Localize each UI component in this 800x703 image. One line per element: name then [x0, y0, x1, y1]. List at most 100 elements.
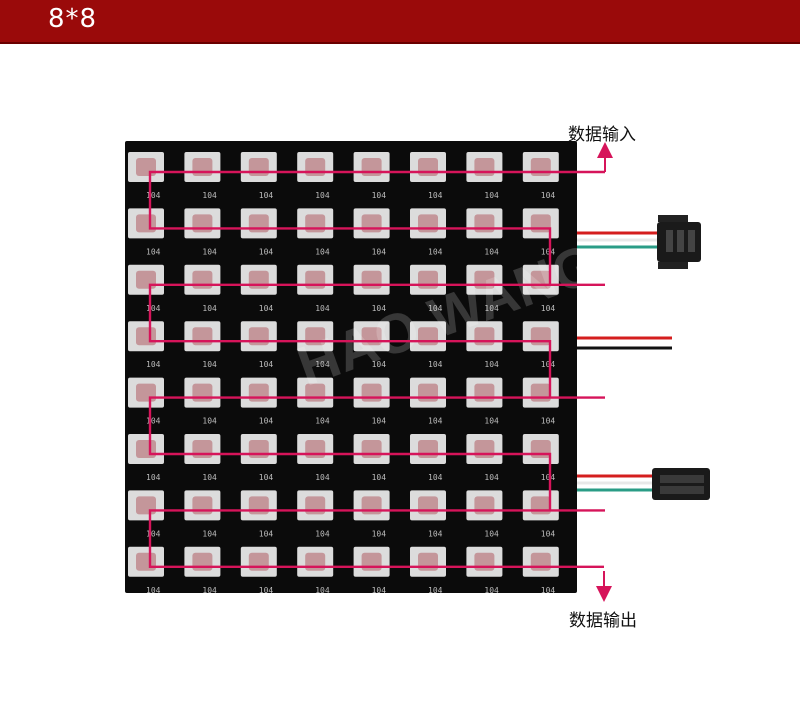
component-mark: 104 — [315, 247, 330, 256]
led-cell — [466, 152, 503, 182]
component-mark: 104 — [428, 304, 443, 313]
component-mark: 104 — [146, 586, 161, 595]
led-cell — [240, 546, 277, 577]
led-cell — [184, 152, 221, 182]
led-cell — [297, 546, 334, 577]
component-mark: 104 — [315, 586, 330, 595]
led-cell — [410, 377, 446, 408]
component-mark: 104 — [146, 473, 161, 482]
led-cell — [466, 208, 503, 239]
component-mark: 104 — [372, 586, 387, 595]
jst-connector-bottom — [652, 468, 710, 500]
pcb-board — [125, 141, 577, 593]
led-cell — [410, 434, 446, 464]
component-mark: 104 — [428, 473, 443, 482]
component-mark: 104 — [484, 417, 499, 426]
component-mark: 104 — [372, 417, 387, 426]
component-mark: 104 — [372, 473, 387, 482]
component-mark: 104 — [202, 473, 217, 482]
header-bar: 8*8 — [0, 0, 800, 44]
led-cell — [184, 490, 221, 521]
component-mark: 104 — [202, 191, 217, 200]
led-cell — [353, 152, 390, 182]
component-mark: 104 — [484, 529, 499, 538]
component-mark: 104 — [259, 473, 274, 482]
led-cell — [240, 434, 277, 464]
data-trace — [148, 170, 605, 568]
component-mark: 104 — [202, 417, 217, 426]
led-cell — [466, 377, 503, 408]
component-mark: 104 — [259, 191, 274, 200]
wires — [570, 231, 672, 492]
led-cell — [466, 434, 503, 464]
led-cell — [240, 152, 277, 182]
component-mark: 104 — [428, 191, 443, 200]
component-mark: 104 — [259, 304, 274, 313]
led-cell — [522, 490, 559, 521]
component-mark: 104 — [146, 417, 161, 426]
led-cell — [410, 152, 446, 182]
component-mark: 104 — [259, 360, 274, 369]
component-mark: 104 — [428, 529, 443, 538]
component-mark: 104 — [315, 473, 330, 482]
jst-connector-top — [657, 215, 701, 269]
led-cell — [184, 321, 221, 352]
component-mark: 104 — [372, 191, 387, 200]
led-cell — [128, 321, 164, 352]
component-mark: 104 — [259, 247, 274, 256]
led-cell — [353, 264, 390, 295]
component-mark: 104 — [541, 360, 556, 369]
component-mark: 104 — [146, 247, 161, 256]
component-mark: 104 — [541, 417, 556, 426]
led-cell — [522, 208, 559, 239]
led-cell — [466, 546, 503, 577]
led-cell — [353, 546, 390, 577]
component-mark: 104 — [484, 304, 499, 313]
component-mark: 104 — [202, 247, 217, 256]
led-cell — [128, 434, 164, 464]
led-cell — [128, 264, 164, 295]
led-cell — [128, 546, 164, 577]
led-cell — [184, 434, 221, 464]
led-cell — [184, 546, 221, 577]
led-cell — [240, 208, 277, 239]
led-cell — [297, 434, 334, 464]
component-mark: 104 — [372, 529, 387, 538]
led-cell — [353, 434, 390, 464]
component-mark: 104 — [315, 191, 330, 200]
led-cell — [240, 264, 277, 295]
component-mark: 104 — [484, 473, 499, 482]
component-mark: 104 — [541, 247, 556, 256]
led-cell — [522, 546, 559, 577]
component-mark: 104 — [372, 304, 387, 313]
component-mark: 104 — [315, 417, 330, 426]
component-mark: 104 — [372, 360, 387, 369]
component-mark: 104 — [428, 586, 443, 595]
component-mark: 104 — [202, 586, 217, 595]
led-cell — [466, 490, 503, 521]
led-cell — [522, 152, 559, 182]
component-mark: 104 — [315, 529, 330, 538]
led-cell — [410, 546, 446, 577]
led-cell — [522, 434, 559, 464]
component-mark: 104 — [259, 586, 274, 595]
led-cell — [128, 208, 164, 239]
component-mark: 104 — [315, 360, 330, 369]
led-cell — [522, 377, 559, 408]
component-mark: 104 — [541, 304, 556, 313]
component-mark: 104 — [541, 473, 556, 482]
led-cell — [128, 152, 164, 182]
led-cell — [353, 490, 390, 521]
component-mark: 104 — [372, 247, 387, 256]
component-marks: 104 104 104 104 104 104 104 104 104 104 104 104 104 1… — [146, 191, 555, 595]
led-cell — [184, 264, 221, 295]
led-cell — [240, 490, 277, 521]
header-title: 8*8 — [48, 4, 98, 34]
led-cell — [184, 208, 221, 239]
led-cell — [297, 208, 334, 239]
component-mark: 104 — [202, 529, 217, 538]
component-mark: 104 — [202, 304, 217, 313]
component-mark: 104 — [259, 417, 274, 426]
led-cell — [297, 264, 334, 295]
